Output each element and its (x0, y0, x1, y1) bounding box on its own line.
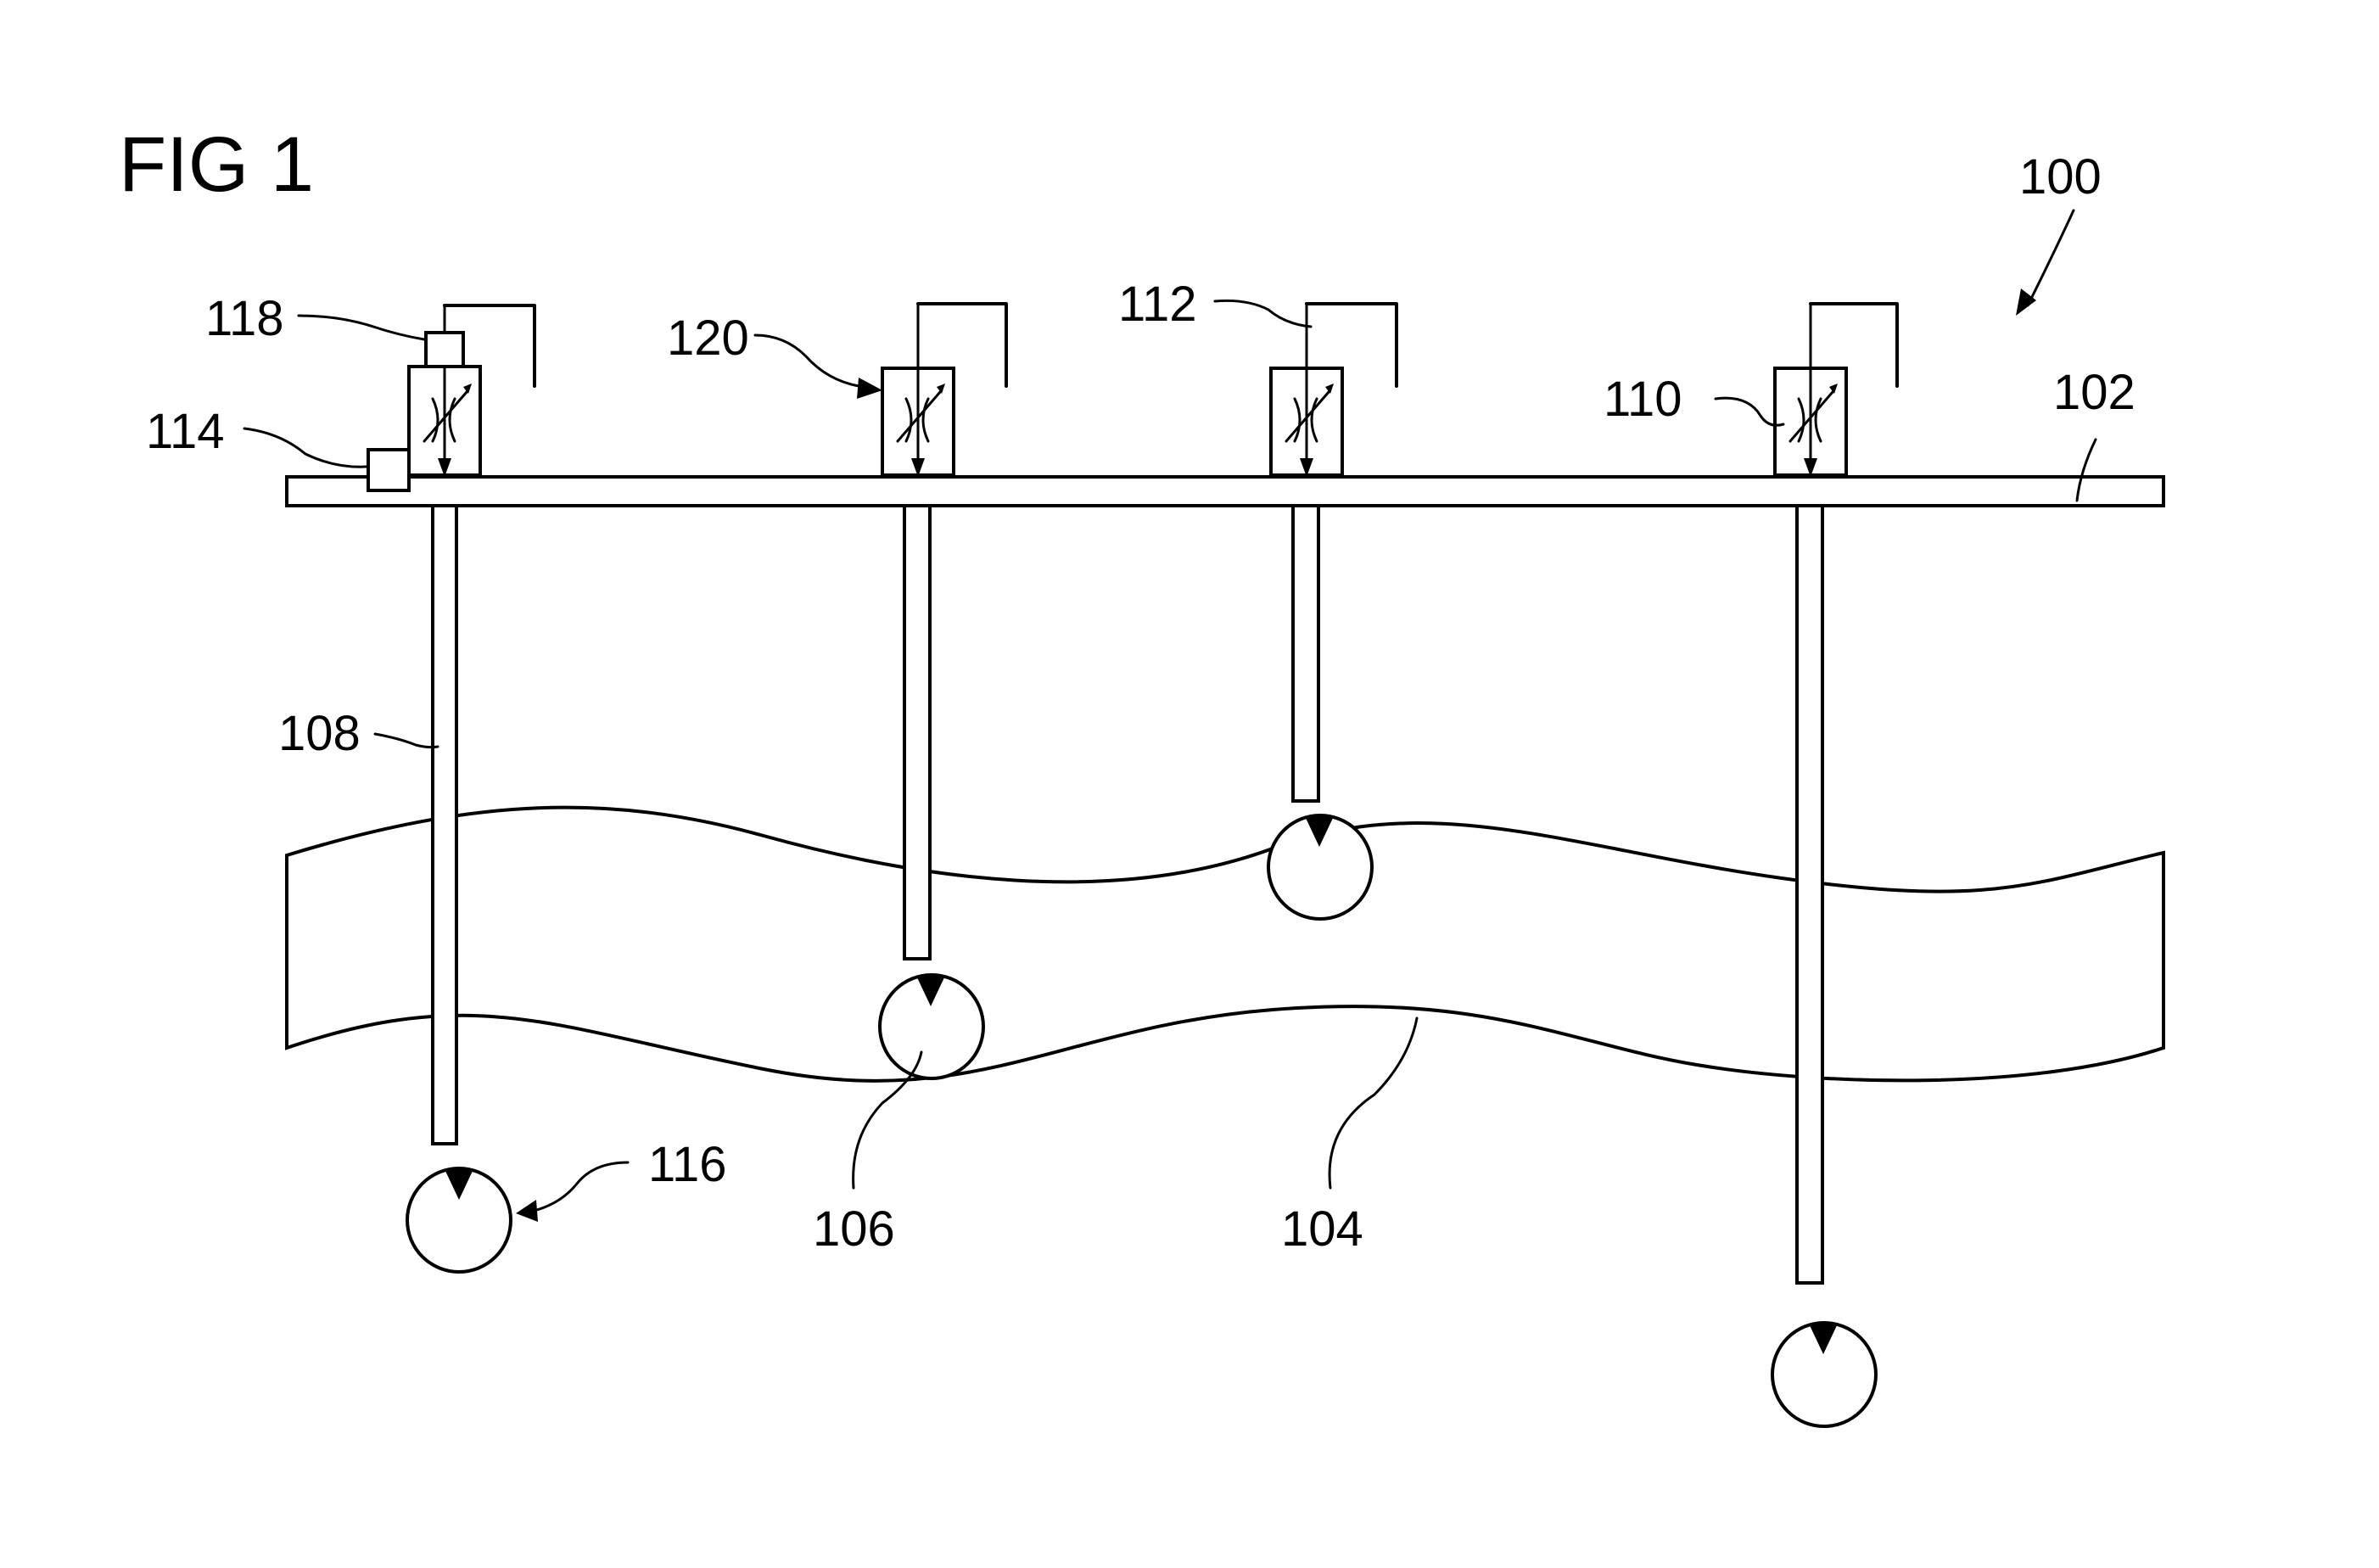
valve-symbol-1 (431, 397, 439, 443)
pump-106 (878, 973, 985, 1080)
leader-102 (2075, 438, 2097, 502)
label-120: 120 (667, 311, 749, 366)
leader-106 (852, 1050, 923, 1190)
label-104: 104 (1281, 1201, 1363, 1257)
label-108: 108 (278, 706, 361, 761)
well-tubing-3 (1291, 504, 1320, 803)
label-100: 100 (2019, 149, 2102, 204)
control-line-3 (1305, 302, 1398, 388)
control-line-1 (443, 304, 536, 388)
leader-108 (373, 732, 439, 749)
device-114 (367, 448, 411, 492)
leader-104 (1328, 1016, 1419, 1190)
control-line-2 (916, 302, 1008, 388)
well-tubing-2 (903, 504, 932, 960)
label-114: 114 (146, 404, 224, 459)
label-110: 110 (1604, 372, 1682, 427)
leader-112 (1213, 299, 1313, 328)
sensor-118 (424, 331, 465, 368)
well-2 (878, 302, 1008, 1080)
pump-3 (1267, 814, 1374, 921)
well-tubing-1 (431, 504, 458, 1145)
label-116: 116 (648, 1137, 726, 1192)
label-112: 112 (1118, 277, 1196, 332)
pump-116 (406, 1167, 512, 1274)
well-1 (367, 304, 536, 1274)
reservoir-layer (285, 805, 2165, 1083)
leader-120 (753, 333, 860, 388)
leader-110 (1714, 396, 1785, 427)
label-118: 118 (205, 291, 283, 346)
well-tubing-4 (1795, 504, 1824, 1285)
leader-114 (243, 427, 368, 468)
leader-100 (2026, 209, 2075, 307)
well-4 (1771, 302, 1899, 1428)
ground-surface (285, 475, 2165, 507)
figure-title: FIG 1 (119, 121, 314, 208)
control-line-4 (1809, 302, 1899, 388)
pump-4 (1771, 1321, 1878, 1428)
well-3 (1267, 302, 1398, 921)
leader-116 (529, 1161, 630, 1213)
leader-118 (297, 314, 426, 341)
label-102: 102 (2053, 365, 2136, 420)
label-106: 106 (813, 1201, 895, 1257)
